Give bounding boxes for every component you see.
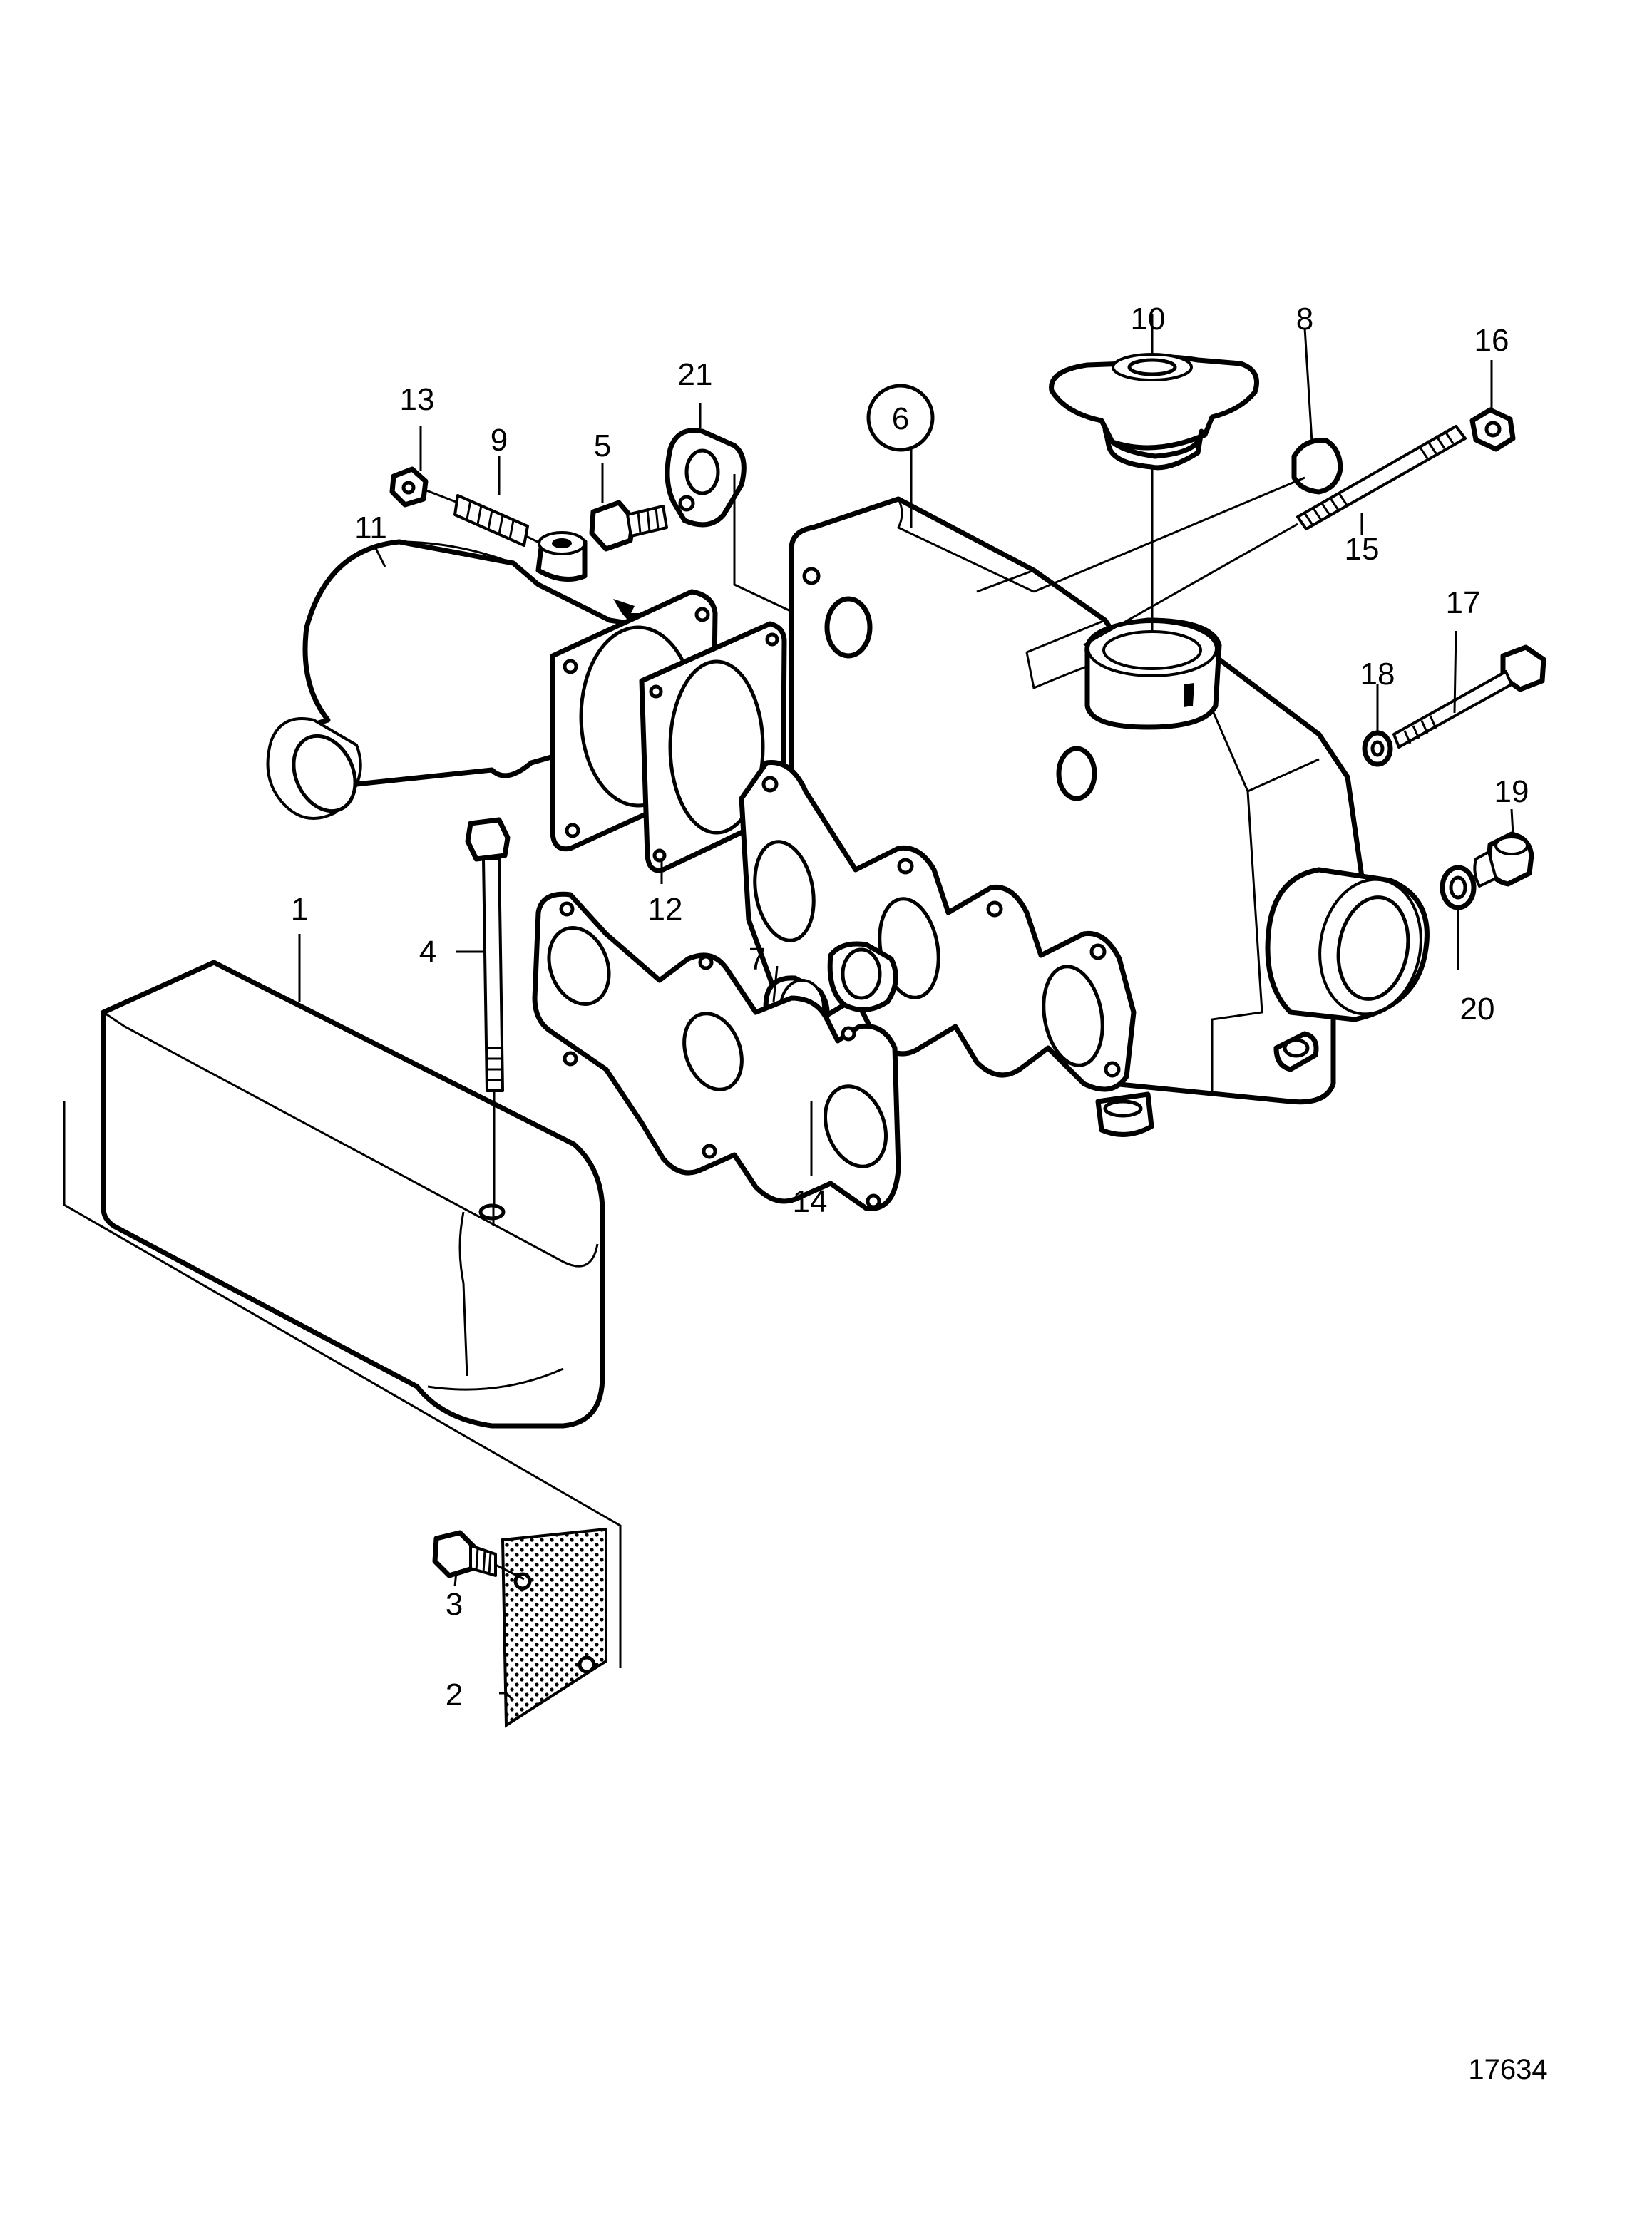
callout-6-circle [866, 384, 935, 452]
part-21-gasket [665, 428, 796, 615]
part-20-seal-ring [1440, 865, 1477, 910]
callout-19: 19 [1494, 774, 1529, 809]
part-18-washer [1362, 730, 1393, 767]
part-19-drain-plug [1473, 831, 1534, 888]
part-10-filler-cap [1049, 353, 1259, 631]
callout-9: 9 [491, 423, 508, 458]
callout-17: 17 [1446, 585, 1481, 620]
part-9-stud [426, 489, 550, 549]
callout-11: 11 [354, 510, 387, 545]
part-1-heat-shield [63, 960, 622, 1668]
part-6-port-flange [739, 760, 1137, 1092]
shield-bracket-line [63, 1101, 622, 1668]
callout-7: 7 [749, 942, 766, 977]
callout-5: 5 [594, 428, 611, 463]
part-13-nut [389, 466, 429, 508]
callout-2: 2 [446, 1677, 463, 1712]
part-8-plug [1033, 438, 1343, 593]
callout-20: 20 [1460, 992, 1495, 1027]
part-16-nut [1469, 407, 1516, 452]
callout-16: 16 [1474, 323, 1509, 358]
callout-21: 21 [678, 357, 713, 392]
callout-18: 18 [1360, 657, 1395, 692]
part-14-manifold-gasket [532, 891, 901, 1211]
part-5-bolt [589, 500, 668, 552]
part-3-screw [432, 1530, 525, 1581]
callout-15: 15 [1345, 532, 1380, 567]
callout-8: 8 [1296, 302, 1313, 336]
callout-1: 1 [291, 892, 308, 927]
part-4-long-bolt [465, 817, 511, 1205]
part-17-bolt [1392, 644, 1546, 749]
part-15-long-stud [1083, 425, 1467, 647]
callout-13: 13 [400, 382, 435, 417]
callout-4: 4 [419, 935, 436, 970]
callout-6: 6 [892, 401, 909, 436]
part-2-perforated-plate [501, 1527, 607, 1728]
figure-number: 17634 [1468, 2054, 1547, 2085]
part-6-filler-neck [1084, 617, 1222, 730]
part-6-outlet-pipe [1265, 867, 1430, 1022]
callout-10: 10 [1131, 302, 1166, 336]
callout-12: 12 [648, 892, 683, 927]
callout-14: 14 [793, 1184, 828, 1219]
part-6-bottom-bosses [1095, 1031, 1319, 1137]
callout-3: 3 [446, 1587, 463, 1622]
callout-labels: 1 2 3 4 5 6 7 8 9 10 11 12 13 14 15 16 1… [291, 302, 1529, 1712]
leader-lines [298, 314, 1514, 1702]
